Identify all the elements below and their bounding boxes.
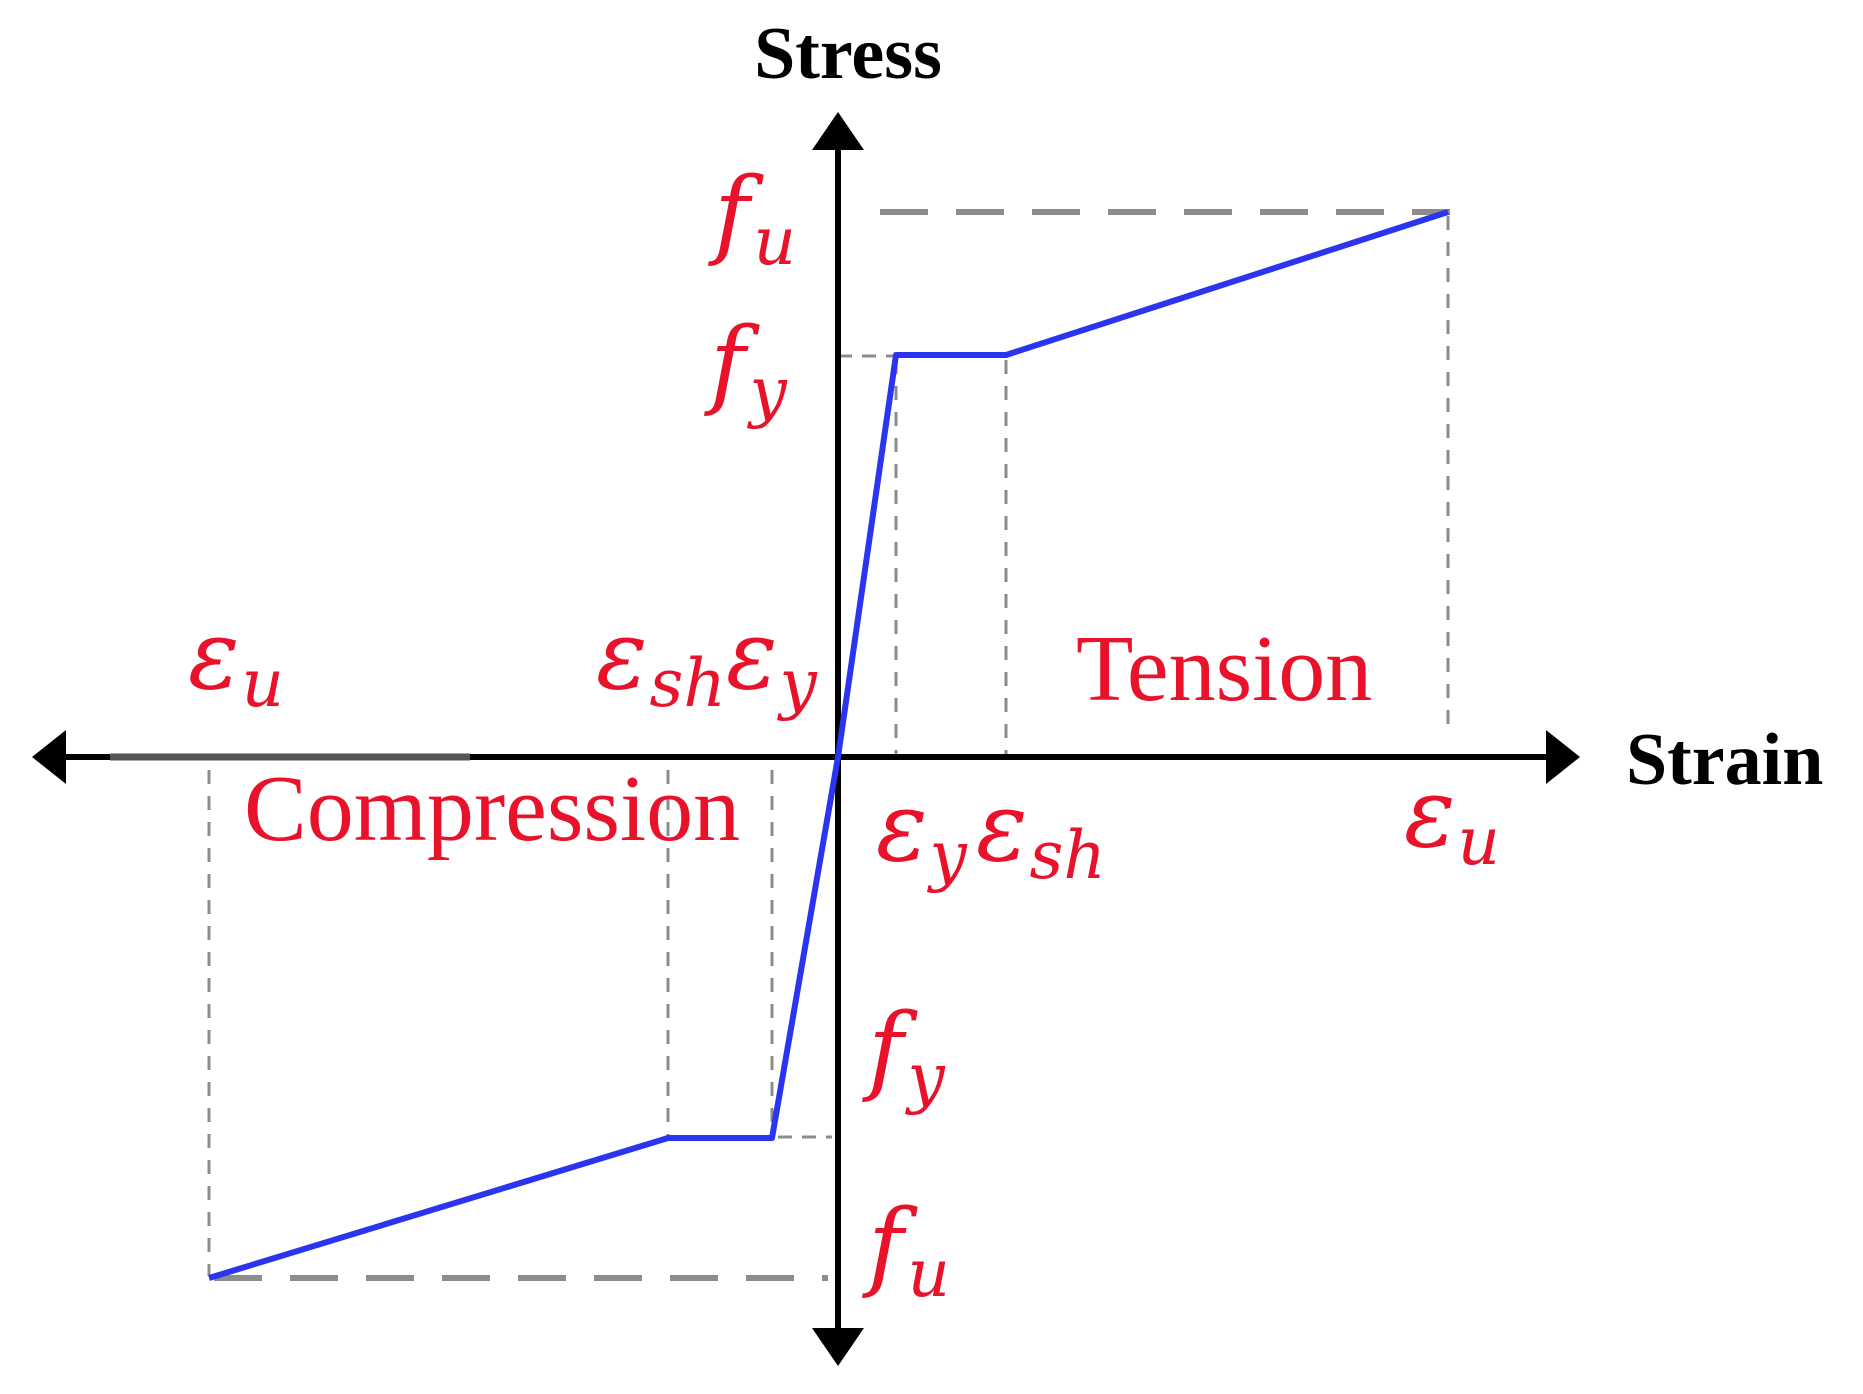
guide-lines (207, 209, 1450, 1281)
eps-sh-negative-label: εsh (596, 599, 726, 722)
eps-u-negative-label: εu (188, 599, 284, 722)
eps-u-positive-label: εu (1404, 757, 1500, 880)
tension-label: Tension (1076, 617, 1372, 721)
eps-y-positive-label: εy (876, 771, 968, 894)
fy-negative-label: fy (862, 993, 946, 1116)
fu-negative-label: fu (862, 1189, 950, 1312)
x-axis-arrow-left (32, 730, 66, 784)
y-axis-arrow-up (812, 112, 864, 150)
compression-label: Compression (244, 757, 740, 861)
eps-y-negative-label: εy (726, 599, 818, 722)
stress-strain-curve (208, 209, 1449, 1281)
fy-positive-label: fy (704, 307, 788, 430)
y-axis-arrow-down (812, 1328, 864, 1366)
eps-sh-positive-label: εsh (976, 771, 1106, 894)
x-axis-title: Strain (1626, 719, 1823, 801)
x-axis-arrow-right (1546, 730, 1580, 784)
fu-positive-label: fu (708, 157, 796, 280)
y-axis-title: Stress (754, 13, 942, 95)
axes (32, 112, 1580, 1366)
